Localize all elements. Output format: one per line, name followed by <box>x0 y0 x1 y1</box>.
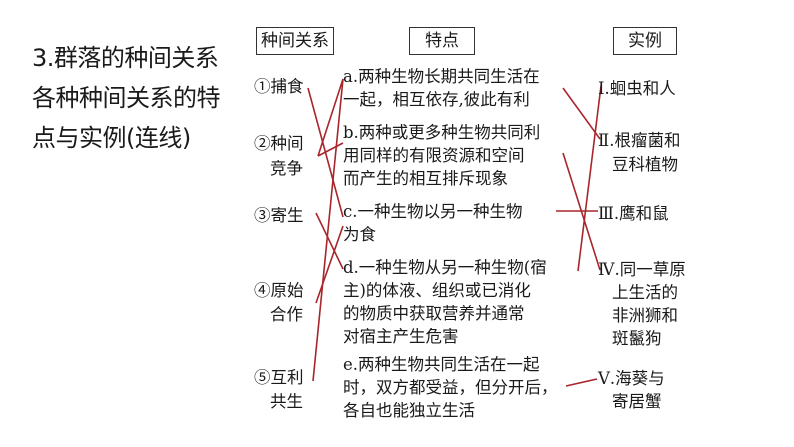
relation-competition-line2: 竞争 <box>270 159 303 178</box>
line-r5-a <box>312 78 344 382</box>
feature-d-line4: 对宿主产生危害 <box>343 327 459 346</box>
feature-d-line3: 的物质中获取营养并通常 <box>343 304 525 323</box>
example-v-line2: 寄居蟹 <box>612 392 662 411</box>
feature-a-line2: 一起，相互依存,彼此有利 <box>343 90 530 109</box>
header-relation: 种间关系 <box>256 27 334 55</box>
example-i: Ⅰ.蛔虫和人 <box>598 79 676 98</box>
feature-b-line1: b.两种或更多种生物共同利 <box>343 123 541 142</box>
feature-a-line1: a.两种生物长期共同生活在 <box>343 67 540 86</box>
line-a-ii <box>562 87 601 140</box>
line-r4-c <box>315 225 344 304</box>
line-d-i <box>577 85 602 272</box>
title-line-2: 各种种间关系的特 <box>32 84 221 112</box>
relation-protocooperation-line2: 合作 <box>270 305 303 324</box>
header-feature: 特点 <box>409 27 475 55</box>
feature-d-line1: d.一种生物从另一种生物(宿 <box>343 258 547 277</box>
relation-mutualism-line2: 共生 <box>270 392 303 411</box>
feature-b-line2: 用同样的有限资源和空间 <box>343 146 525 165</box>
example-iii: Ⅲ.鹰和鼠 <box>598 204 669 223</box>
feature-e-line2: 时，双方都受益，但分开后， <box>343 378 558 397</box>
feature-e-line1: e.两种生物共同生活在一起 <box>343 355 540 374</box>
feature-c-line2: 为食 <box>343 225 376 244</box>
feature-c-line1: c.一种生物以另一种生物 <box>343 202 523 221</box>
example-iv-line2: 上生活的 <box>612 283 678 302</box>
example-iv-line1: Ⅳ.同一草原 <box>598 260 686 279</box>
example-iv-line3: 非洲狮和 <box>612 306 678 325</box>
example-v-line1: Ⅴ.海葵与 <box>598 369 665 388</box>
feature-e-line3: 各自也能独立生活 <box>343 401 475 420</box>
line-e-v <box>565 378 598 387</box>
feature-d-line2: 主)的体液、组织或已消化 <box>343 281 531 300</box>
example-iv-line4: 斑鬣狗 <box>612 329 662 348</box>
relation-protocooperation-line1: ④原始 <box>254 281 304 300</box>
header-example: 实例 <box>613 27 677 55</box>
relation-predation: ①捕食 <box>254 77 304 96</box>
example-ii-line1: Ⅱ.根瘤菌和 <box>598 131 681 150</box>
feature-b-line3: 而产生的相互排斥现象 <box>343 169 508 188</box>
title-line-1: 3.群落的种间关系 <box>32 44 219 72</box>
relation-competition-line1: ②种间 <box>254 134 304 153</box>
relation-mutualism-line1: ⑤互利 <box>254 368 304 387</box>
line-r3-d <box>315 212 344 270</box>
line-r2-b <box>317 142 344 157</box>
title-line-3: 点与实例(连线) <box>32 124 191 152</box>
example-ii-line2: 豆科植物 <box>612 155 678 174</box>
relation-parasitism: ③寄生 <box>254 206 304 225</box>
line-r2-a <box>317 78 344 157</box>
